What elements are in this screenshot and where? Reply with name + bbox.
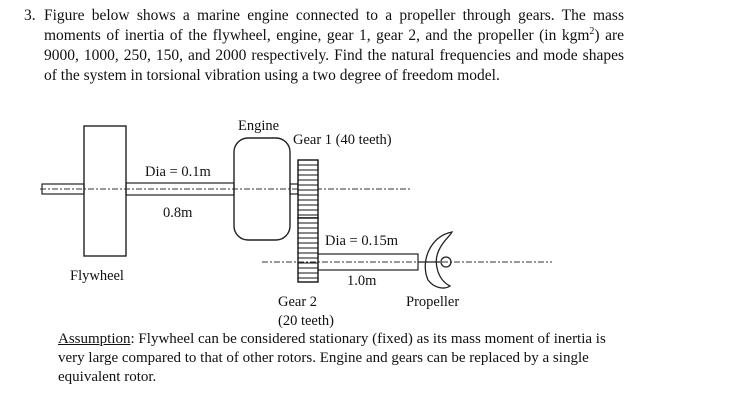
propeller-shape bbox=[418, 231, 454, 289]
assumption-text: : Flywheel can be considered stationary … bbox=[58, 331, 606, 385]
length-right-label: 1.0m bbox=[347, 273, 377, 289]
flywheel-label: Flywheel bbox=[70, 268, 124, 284]
gear-1 bbox=[297, 159, 319, 219]
gear2-teeth-label: (20 teeth) bbox=[278, 313, 334, 329]
gear-2 bbox=[297, 217, 319, 283]
dia-right-label: Dia = 0.15m bbox=[325, 233, 399, 249]
gear2-label: Gear 2 bbox=[278, 294, 318, 310]
problem-statement: 3. Figure below shows a marine engine co… bbox=[24, 6, 624, 86]
unit-superscript: 2 bbox=[589, 25, 595, 37]
length-left-label: 0.8m bbox=[163, 205, 193, 221]
assumption-paragraph: Assumption: Flywheel can be considered s… bbox=[58, 330, 618, 387]
problem-text: Figure below shows a marine engine conne… bbox=[44, 7, 624, 84]
gear1-label: Gear 1 (40 teeth) bbox=[293, 132, 392, 148]
gear-1-teeth bbox=[298, 164, 318, 216]
assumption-heading: Assumption bbox=[58, 331, 131, 347]
flywheel-disc bbox=[83, 125, 127, 257]
problem-number: 3. bbox=[24, 7, 36, 24]
dia-left-label: Dia = 0.1m bbox=[145, 164, 211, 180]
propeller-label: Propeller bbox=[406, 294, 460, 310]
engine-label: Engine bbox=[238, 118, 280, 134]
gear-2-teeth bbox=[298, 222, 318, 279]
